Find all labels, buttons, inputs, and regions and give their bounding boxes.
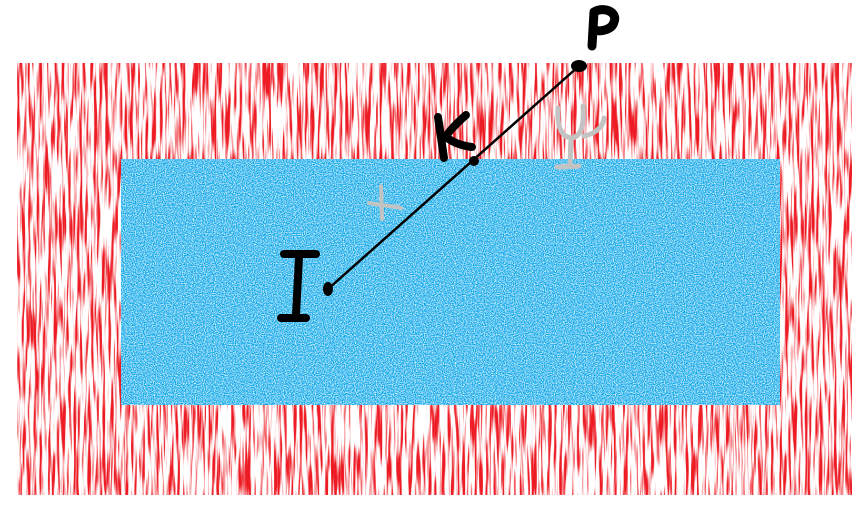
label-k-text: K [441,113,470,154]
symbol-x-glyph [367,184,403,221]
point-k-dot [469,156,479,166]
label-k-glyph [434,111,476,162]
symbol-y-glyph [554,103,607,170]
label-i-glyph [277,250,320,322]
segment-i-p [326,64,581,291]
symbol-x-text: x [374,183,396,223]
label-i-text: I [288,254,309,319]
point-p-dot [571,60,587,72]
label-p-text: P [594,6,615,39]
label-p-glyph [587,5,620,51]
point-i-dot [323,282,333,296]
symbol-y-text: y [557,99,594,164]
inner-region-texture [121,159,780,405]
